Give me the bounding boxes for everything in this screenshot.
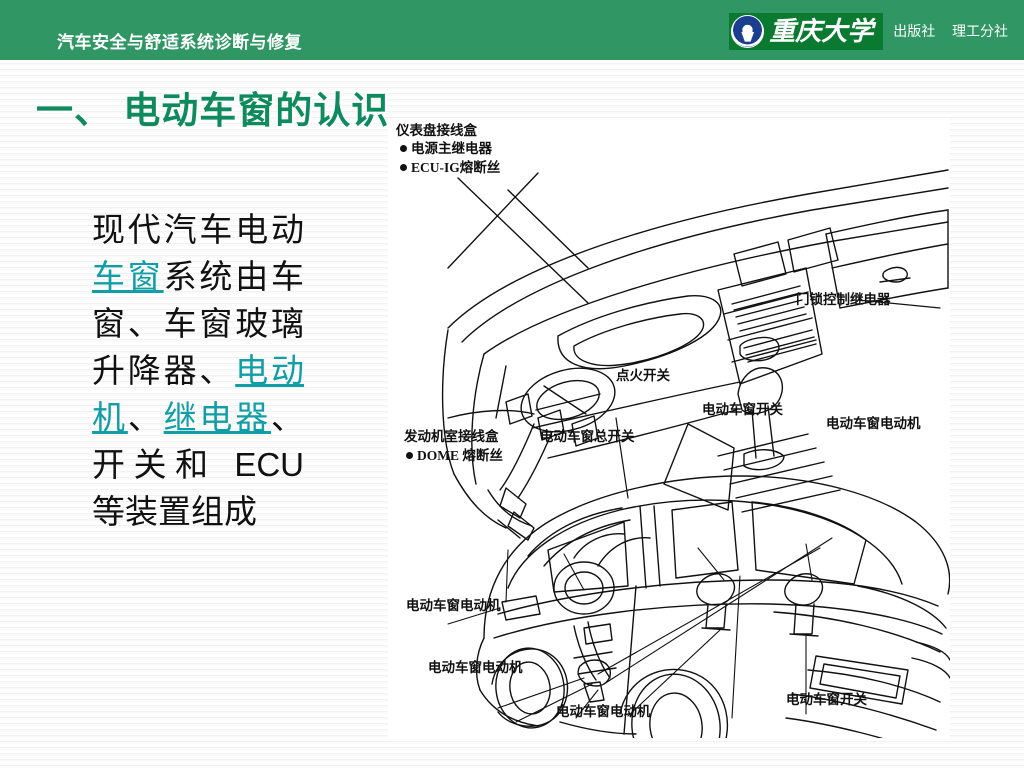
body-seg-3: 、: [127, 399, 164, 436]
link-diandongji[interactable]: 电动机: [92, 352, 305, 436]
header-title: 汽车安全与舒适系统诊断与修复: [57, 33, 302, 52]
label-window-switch-bottom: 电动车窗开关: [786, 692, 867, 707]
bullet-dot-icon: [400, 164, 407, 171]
brand-sub-publisher: 出版社: [893, 23, 936, 39]
label-master-window-switch: 电动车窗总开关: [540, 429, 635, 444]
bullet-dot-icon: [400, 145, 407, 152]
label-window-motor-left-lower: 电动车窗电动机: [428, 660, 523, 675]
label-instrument-panel-junction-box: 仪表盘接线盒: [396, 123, 477, 138]
label-window-motor-bottom: 电动车窗电动机: [556, 704, 651, 719]
link-chechuang[interactable]: 车窗: [92, 258, 164, 295]
diagram-panel: 仪表盘接线盒 电源主继电器 ECU-IG熔断丝 门锁控制继电器 点火开关 发动机…: [388, 118, 950, 738]
label-window-motor-left-upper: 电动车窗电动机: [406, 598, 501, 613]
body-seg-2: 系统由车窗、车窗玻璃升降器、: [92, 258, 305, 389]
label-ignition-switch: 点火开关: [616, 368, 670, 383]
body-seg-4: 、开关和 ECU 等装置组成: [92, 399, 305, 530]
brand-subtitle: 出版社 理工分社: [893, 21, 1008, 41]
brand-name-text: 重庆大学: [769, 16, 874, 46]
page-title: 一、 电动车窗的认识: [36, 90, 390, 131]
label-window-switch-top: 电动车窗开关: [702, 402, 783, 417]
link-jidianqi[interactable]: 继电器: [163, 399, 272, 436]
brand-logo: 重庆大学: [729, 12, 884, 50]
diagram-linework: [441, 169, 950, 738]
brand-block: 重庆大学 出版社 理工分社: [729, 12, 1008, 50]
brand-sub-division: 理工分社: [952, 23, 1008, 39]
label-ecu-ig-fuse: ECU-IG熔断丝: [400, 159, 500, 176]
university-emblem-icon: [731, 14, 765, 48]
body-seg-1: 现代汽车电动: [92, 211, 304, 248]
label-door-lock-control-relay: 门锁控制继电器: [796, 292, 891, 307]
label-engine-room-junction-box: 发动机室接线盒: [404, 429, 499, 444]
label-dome-fuse: DOME 熔断丝: [406, 447, 503, 464]
body-paragraph: 现代汽车电动车窗系统由车窗、车窗玻璃升降器、电动机、继电器、开关和 ECU 等装…: [92, 206, 304, 535]
label-power-main-relay: 电源主继电器: [400, 140, 492, 157]
bullet-dot-icon: [406, 452, 413, 459]
label-window-motor-right: 电动车窗电动机: [826, 416, 921, 431]
